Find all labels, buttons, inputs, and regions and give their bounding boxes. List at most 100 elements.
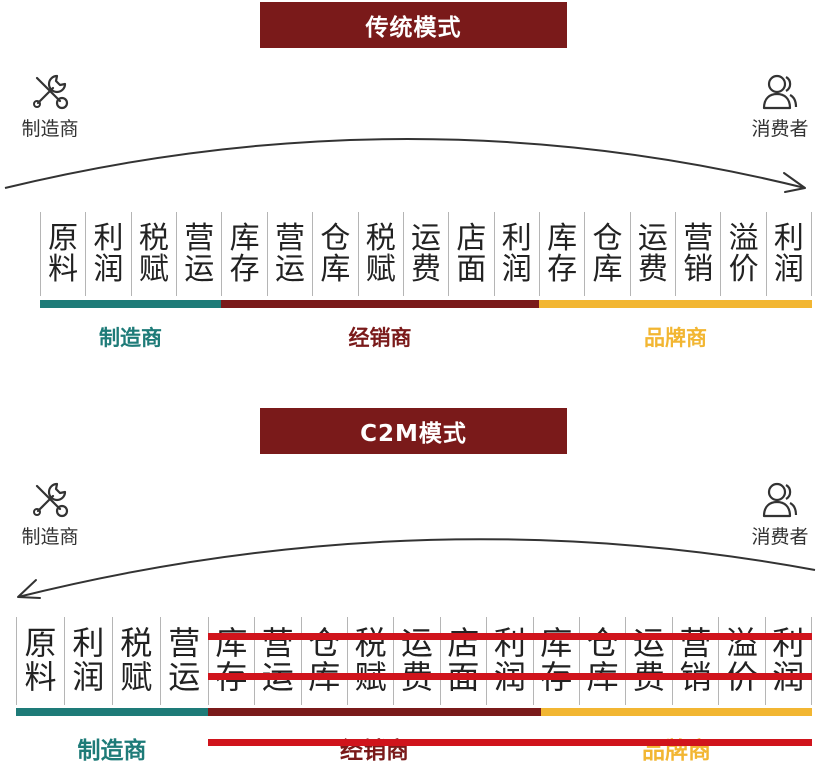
flow-arrow-left [17, 538, 816, 599]
segment-label-distributor-c2m: 经销商 [340, 738, 409, 764]
cost-cell-char: 库 [592, 252, 623, 287]
cost-cell: 税赋 [346, 617, 393, 705]
segment-bar-manufacturer-c2m [16, 708, 208, 716]
cost-cell-char: 利 [72, 624, 105, 663]
cost-cell-char: 库 [215, 624, 248, 663]
cost-cell-char: 利 [773, 220, 804, 256]
cost-cell: 溢价 [718, 617, 764, 705]
cost-cell: 利润 [85, 212, 130, 296]
strike-line-bottom [208, 739, 812, 746]
segment-bar-brand [539, 300, 812, 308]
cost-cell-char: 赋 [120, 658, 153, 696]
cost-cell-char: 税 [138, 220, 169, 256]
cost-cell-char: 仓 [592, 220, 623, 256]
cost-cell-char: 润 [93, 252, 124, 287]
cost-cell-char: 库 [540, 624, 573, 663]
cost-cell-char: 原 [48, 220, 79, 256]
cost-cell-char: 营 [261, 624, 294, 663]
cost-cell-char: 仓 [308, 624, 341, 663]
cost-cell-char: 税 [120, 624, 153, 663]
cost-cell: 利润 [764, 617, 812, 705]
cost-cell-char: 利 [772, 624, 805, 663]
cost-cell-char: 运 [168, 658, 201, 696]
manufacturer-node: 制造商 [5, 70, 95, 141]
flow-arrow-right [4, 138, 806, 193]
cost-cell: 库存 [207, 617, 254, 705]
cost-cell-char: 库 [320, 252, 351, 287]
cost-cell: 运费 [629, 212, 675, 296]
cost-cell-char: 仓 [320, 220, 351, 256]
cost-cell: 库存 [532, 617, 579, 705]
cost-cell-char: 店 [447, 624, 480, 663]
cost-cell: 营运 [254, 617, 300, 705]
cost-cell: 店面 [439, 617, 486, 705]
cost-cell: 原料 [40, 212, 85, 296]
segment-bar-distributor [221, 300, 539, 308]
cost-cell: 仓库 [584, 212, 629, 296]
cost-cell: 税赋 [357, 212, 403, 296]
cost-cell-char: 润 [501, 252, 532, 287]
consumer-node: 消费者 [735, 70, 825, 141]
cost-cell: 运费 [402, 212, 448, 296]
cost-cell: 运费 [625, 617, 671, 705]
cost-cell-char: 溢 [725, 624, 758, 663]
cost-cell-char: 价 [728, 252, 759, 287]
cost-cell-char: 营 [184, 220, 215, 256]
cost-cell-char: 费 [637, 252, 668, 287]
cost-cell-char: 仓 [586, 624, 619, 663]
cost-cell-char: 润 [72, 658, 105, 696]
consumer-label: 消费者 [751, 118, 809, 140]
cost-cell: 利润 [493, 212, 539, 296]
cost-cell-char: 库 [547, 220, 578, 256]
cost-cell-char: 赋 [365, 252, 396, 287]
cost-cell: 税赋 [130, 212, 176, 296]
c2m-title: C2M模式 [260, 408, 567, 454]
cost-row-traditional: 原料利润税赋营运库存营运仓库税赋运费店面利润库存仓库运费营销溢价利润 [40, 212, 813, 296]
strike-line-top [208, 633, 812, 640]
users-icon [762, 482, 798, 518]
cost-cell-char: 运 [274, 252, 305, 287]
segment-label-distributor: 经销商 [348, 326, 412, 350]
cost-cell: 仓库 [578, 617, 625, 705]
cost-cell-char: 利 [493, 624, 526, 663]
manufacturer-node-c2m: 制造商 [5, 478, 95, 549]
cost-cell: 店面 [448, 212, 493, 296]
users-icon [762, 74, 798, 110]
consumer-node-c2m: 消费者 [735, 478, 825, 549]
cost-cell: 营运 [159, 617, 208, 705]
traditional-title-text: 传统模式 [365, 15, 462, 41]
cost-cell: 仓库 [300, 617, 347, 705]
cost-cell-char: 税 [354, 624, 387, 663]
tools-icon [33, 74, 69, 110]
cost-cell-char: 面 [456, 252, 487, 287]
cost-cell-char: 运 [184, 252, 215, 287]
cost-cell-char: 营 [679, 624, 712, 663]
cost-cell: 利润 [765, 212, 813, 296]
cost-cell: 运费 [393, 617, 439, 705]
c2m-title-text: C2M模式 [360, 421, 467, 447]
cost-cell-char: 费 [411, 252, 442, 287]
cost-cell: 利润 [63, 617, 112, 705]
manufacturer-label-c2m: 制造商 [21, 526, 79, 548]
cost-cell: 营运 [176, 212, 221, 296]
segment-label-manufacturer-c2m: 制造商 [77, 738, 147, 764]
cost-cell-char: 料 [24, 658, 57, 696]
cost-cell-char: 赋 [138, 252, 169, 287]
cost-cell: 营销 [675, 212, 720, 296]
cost-cell-char: 销 [683, 252, 714, 287]
cost-cell-char: 营 [274, 220, 305, 256]
strike-line-middle [208, 673, 812, 680]
segment-bar-manufacturer [40, 300, 221, 308]
manufacturer-label: 制造商 [21, 118, 79, 140]
segment-label-brand: 品牌商 [644, 326, 707, 350]
cost-cell-char: 税 [365, 220, 396, 256]
cost-cell: 库存 [538, 212, 584, 296]
cost-cell: 库存 [221, 212, 266, 296]
consumer-label-c2m: 消费者 [751, 526, 809, 548]
cost-cell-char: 运 [633, 624, 666, 663]
cost-cell-char: 原 [24, 624, 57, 663]
cost-cell: 仓库 [312, 212, 357, 296]
cost-cell-char: 运 [637, 220, 668, 256]
cost-cell-char: 存 [229, 252, 260, 287]
